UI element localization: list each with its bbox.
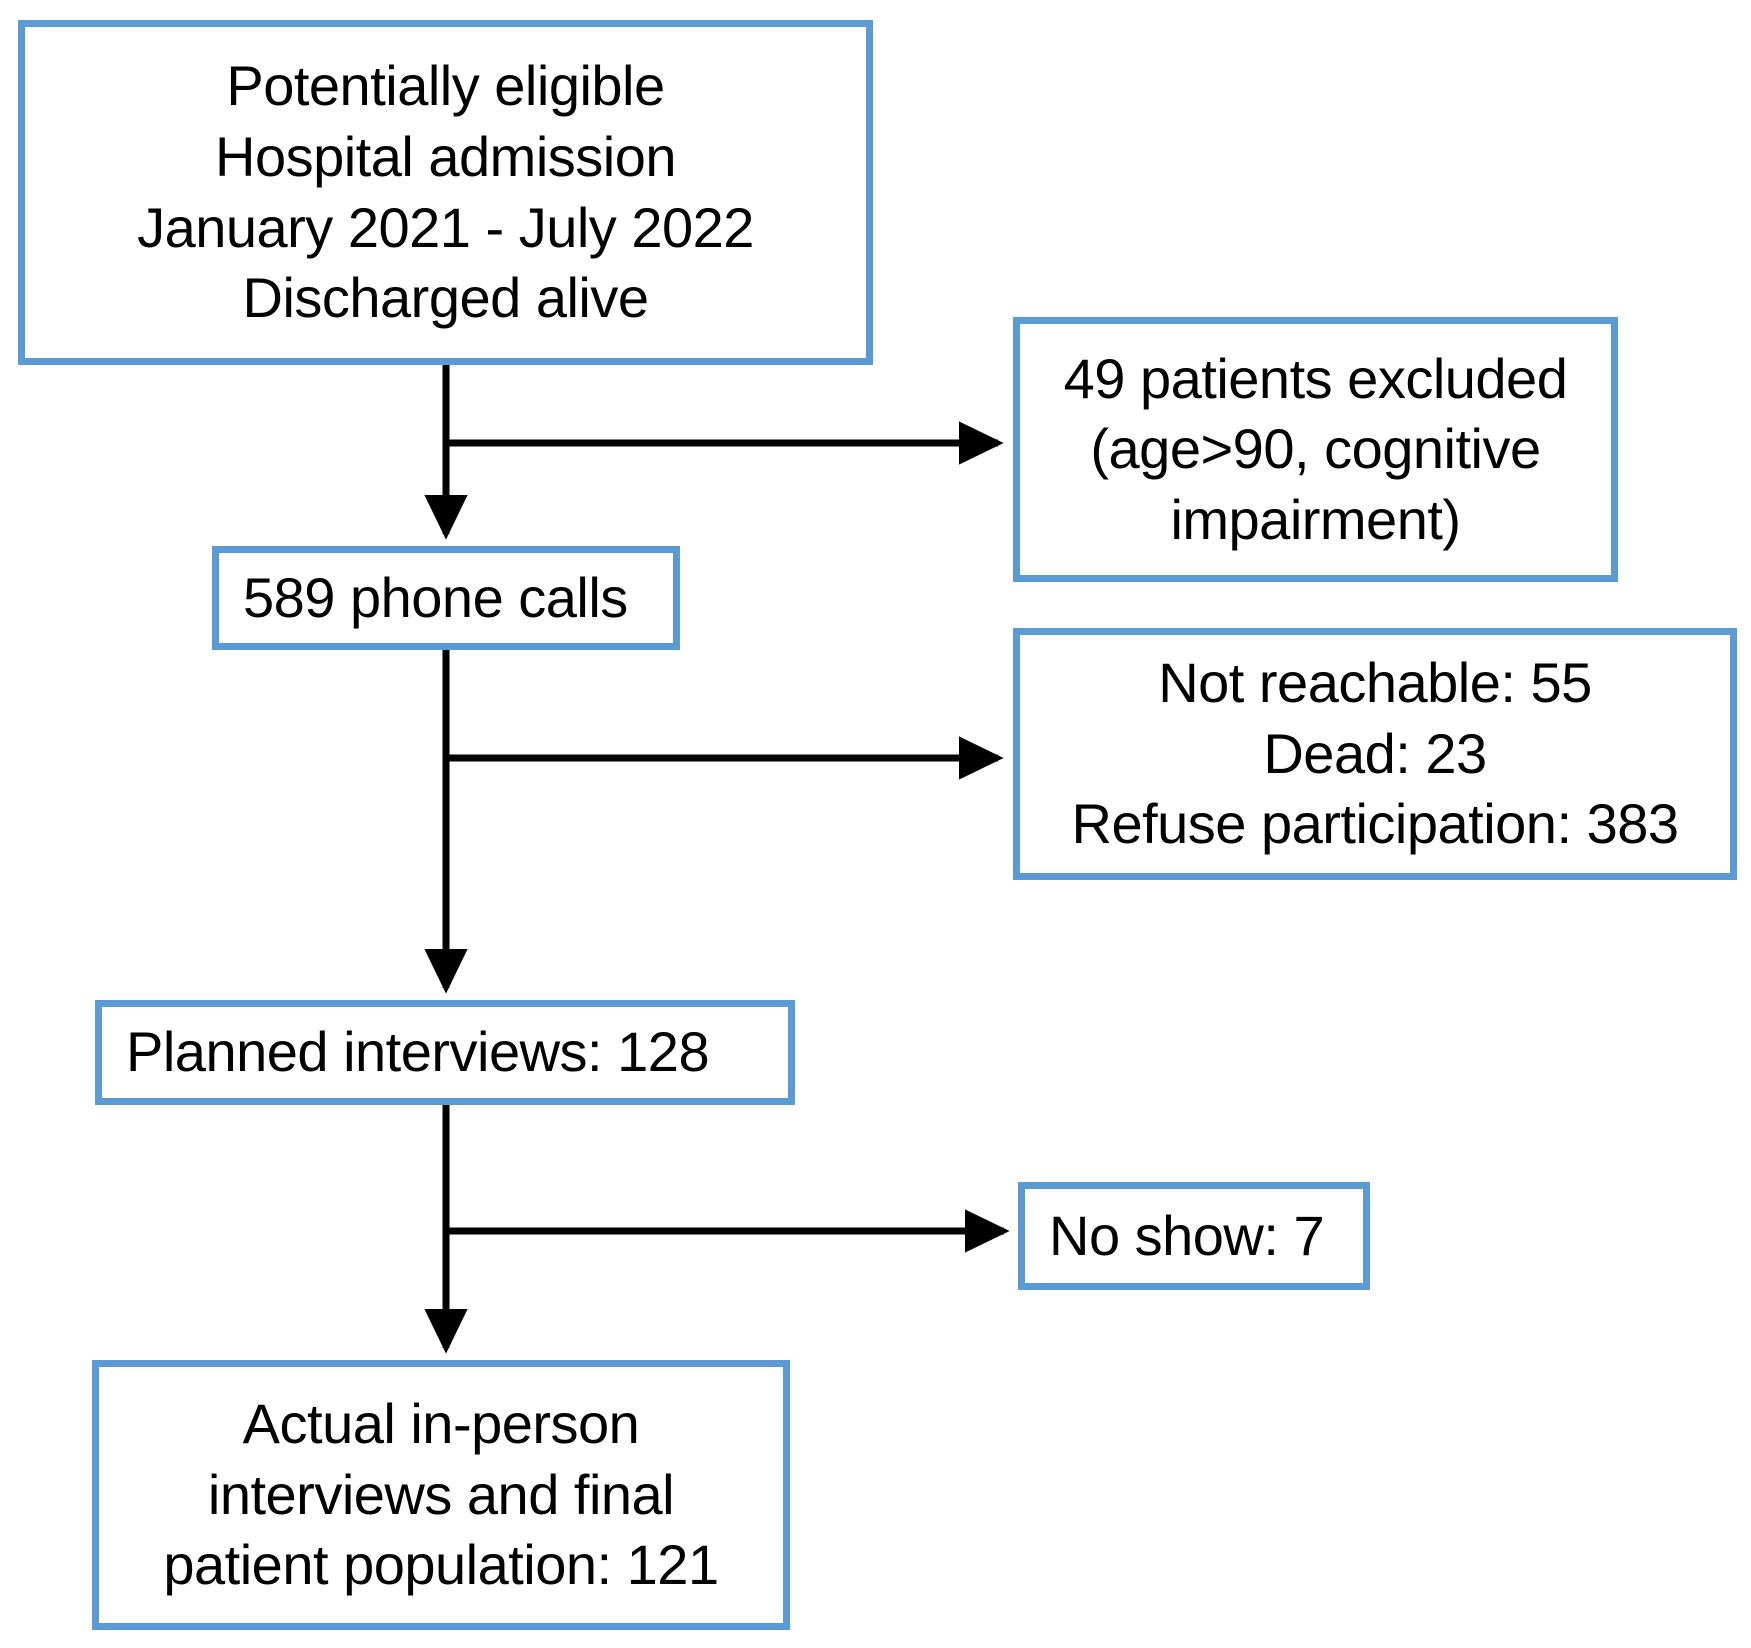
node-line: (age>90, cognitive — [1090, 417, 1541, 481]
node-line: patient population: 121 — [163, 1533, 719, 1597]
node-line: interviews and final — [207, 1462, 675, 1526]
node-non-participation: Not reachable: 55 Dead: 23 Refuse partic… — [1013, 628, 1737, 880]
node-no-show: No show: 7 — [1018, 1182, 1370, 1290]
node-line: Hospital admission — [215, 124, 676, 188]
node-line: Refuse participation: 383 — [1071, 792, 1680, 856]
node-line: 589 phone calls — [243, 565, 628, 629]
node-line: impairment) — [1170, 487, 1461, 551]
node-line: January 2021 - July 2022 — [137, 195, 754, 259]
node-line: Discharged alive — [242, 266, 649, 330]
node-line: 49 patients excluded — [1063, 346, 1568, 410]
node-line: No show: 7 — [1049, 1203, 1325, 1267]
node-phone-calls: 589 phone calls — [212, 546, 680, 650]
node-planned-interviews: Planned interviews: 128 — [95, 1000, 795, 1105]
node-line: Dead: 23 — [1263, 721, 1487, 785]
node-line: Not reachable: 55 — [1158, 651, 1592, 715]
node-final-population: Actual in-person interviews and final pa… — [92, 1360, 790, 1630]
node-line: Planned interviews: 128 — [126, 1020, 710, 1084]
node-line: Potentially eligible — [226, 54, 665, 118]
node-potentially-eligible: Potentially eligible Hospital admission … — [18, 20, 873, 365]
node-line: Actual in-person — [242, 1392, 640, 1456]
node-patients-excluded: 49 patients excluded (age>90, cognitive … — [1013, 317, 1618, 582]
